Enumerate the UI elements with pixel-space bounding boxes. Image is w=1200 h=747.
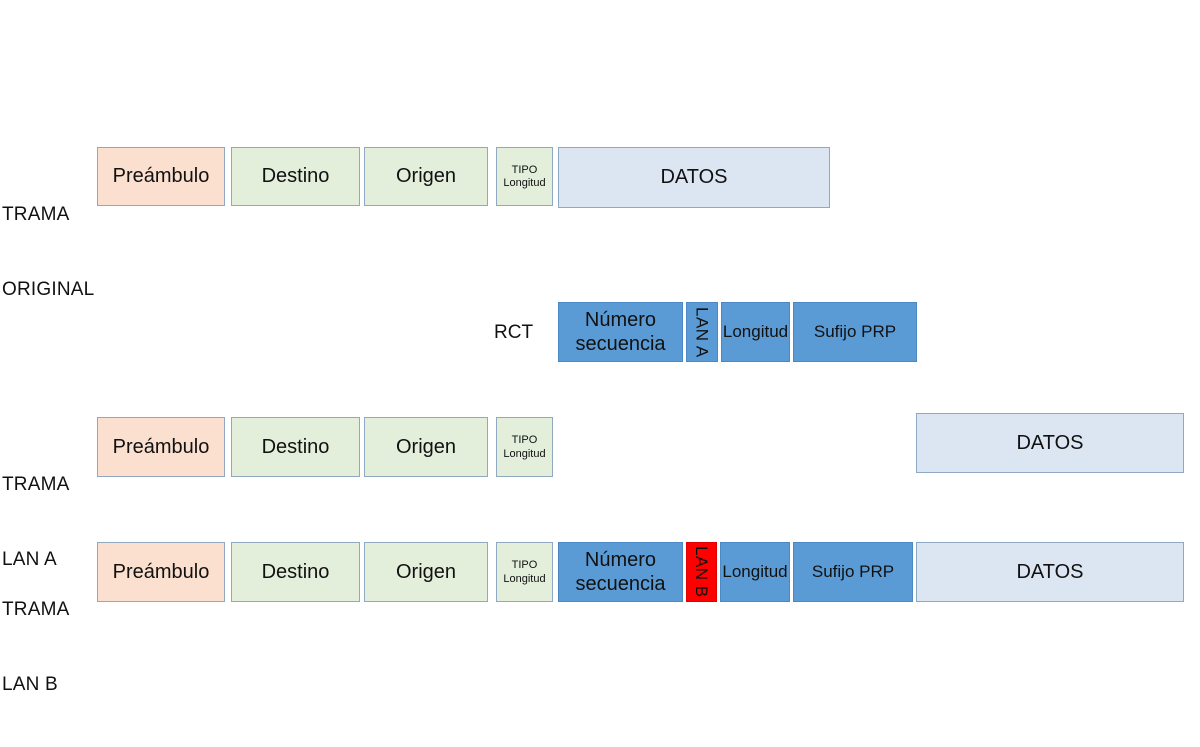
field-longitud-lan-b[interactable]: Longitud: [720, 542, 790, 602]
field-label-lan-a: LAN A: [692, 306, 712, 358]
field-preambulo-original[interactable]: Preámbulo: [97, 147, 225, 206]
field-datos-lan-b[interactable]: DATOS: [916, 542, 1184, 602]
field-label: Sufijo PRP: [813, 322, 897, 342]
field-preambulo-lan-b[interactable]: Preámbulo: [97, 542, 225, 602]
field-destino-lan-b[interactable]: Destino: [231, 542, 360, 602]
row-label-text: RCT: [494, 322, 534, 343]
field-label: Preámbulo: [112, 435, 210, 458]
field-label-secuencia: secuencia: [575, 573, 666, 595]
field-label: Destino: [261, 560, 330, 583]
field-label-longitud: Longitud: [503, 177, 546, 189]
field-preambulo-lan-a[interactable]: Preámbulo: [97, 417, 225, 477]
field-label: DATOS: [1016, 560, 1084, 583]
diagram-canvas: TRAMA ORIGINAL Preámbulo Destino Origen …: [2, 147, 1184, 695]
field-label: Sufijo PRP: [811, 562, 895, 582]
field-label: Destino: [261, 165, 330, 188]
field-label-tipo: TIPO: [511, 559, 538, 572]
row-label-line2: ORIGINAL: [2, 279, 95, 300]
field-lan-a-rct[interactable]: LAN A: [686, 302, 718, 362]
field-sufijo-prp-lan-b[interactable]: Sufijo PRP: [793, 542, 913, 602]
field-label-numero: Número: [584, 548, 657, 571]
field-label-tipo: TIPO: [511, 163, 538, 176]
row-label-line1: TRAMA: [2, 474, 70, 495]
field-label: DATOS: [1016, 431, 1084, 454]
field-label-tipo: TIPO: [511, 434, 538, 447]
field-label: Origen: [395, 435, 457, 458]
field-longitud-rct[interactable]: Longitud: [721, 302, 790, 362]
row-label-line2: LAN B: [2, 674, 58, 695]
row-label-line1: TRAMA: [2, 599, 70, 620]
field-label-numero: Número: [584, 308, 657, 331]
field-label: Longitud: [722, 562, 788, 582]
field-origen-original[interactable]: Origen: [364, 147, 488, 206]
field-label: Destino: [261, 435, 330, 458]
row-label-trama-original: TRAMA ORIGINAL: [2, 152, 94, 352]
field-label: DATOS: [660, 166, 728, 189]
row-label-trama-lan-a: TRAMA LAN A: [2, 422, 94, 622]
field-label: Preámbulo: [112, 560, 210, 583]
field-destino-lan-a[interactable]: Destino: [231, 417, 360, 477]
field-tipo-longitud-lan-b[interactable]: TIPO Longitud: [496, 542, 553, 602]
field-label: Longitud: [722, 322, 789, 342]
field-tipo-longitud-original[interactable]: TIPO Longitud: [496, 147, 553, 206]
field-lan-b-lan-b[interactable]: LAN B: [686, 542, 717, 602]
field-label: Origen: [395, 165, 457, 188]
field-label: Preámbulo: [112, 165, 210, 188]
field-sufijo-prp-rct[interactable]: Sufijo PRP: [793, 302, 917, 362]
field-label-secuencia: secuencia: [575, 333, 666, 355]
row-label-line1: TRAMA: [2, 204, 70, 225]
field-datos-original[interactable]: DATOS: [558, 147, 830, 208]
row-label-trama-lan-b: TRAMA LAN B: [2, 547, 94, 747]
field-numero-secuencia-lan-b[interactable]: Número secuencia: [558, 542, 683, 602]
field-tipo-longitud-lan-a[interactable]: TIPO Longitud: [496, 417, 553, 477]
field-numero-secuencia-rct[interactable]: Número secuencia: [558, 302, 683, 362]
field-origen-lan-b[interactable]: Origen: [364, 542, 488, 602]
field-origen-lan-a[interactable]: Origen: [364, 417, 488, 477]
field-label-longitud: Longitud: [503, 447, 546, 460]
field-label-lan-b: LAN B: [692, 546, 712, 598]
field-destino-original[interactable]: Destino: [231, 147, 360, 206]
field-label-longitud: Longitud: [503, 572, 546, 585]
field-datos-lan-a[interactable]: DATOS: [916, 413, 1184, 473]
row-label-rct: RCT: [494, 320, 554, 345]
row-label-line2: LAN A: [2, 549, 57, 570]
field-label: Origen: [395, 560, 457, 583]
